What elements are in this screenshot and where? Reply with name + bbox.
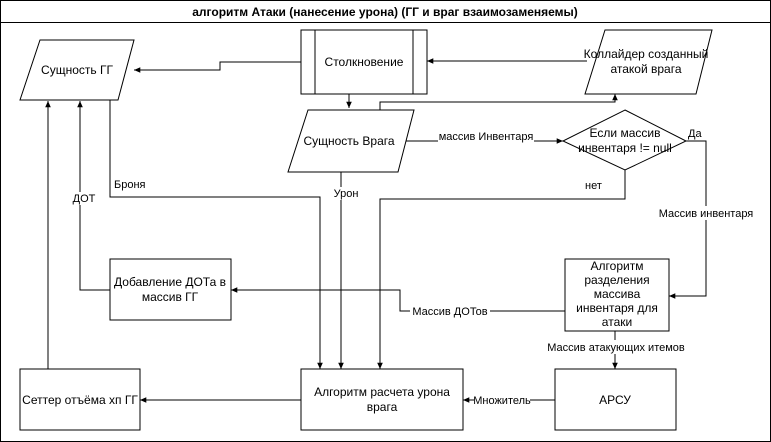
check-label-line1: Если массив — [590, 126, 661, 140]
collision-label: Столкновение — [325, 55, 404, 69]
diagram-title: алгоритм Атаки (нанесение урона) (ГГ и в… — [192, 5, 578, 19]
split-label-line1: Алгоритм — [591, 259, 644, 273]
collider-node: Коллайдер созданный атакой врага — [584, 29, 713, 95]
dot-add-node: Добавление ДОТа в массив ГГ — [109, 258, 232, 321]
dot-add-label-line1: Добавление ДОТа в — [114, 275, 226, 289]
edge-label-armor: Броня — [114, 179, 146, 191]
arsu-label: АРСУ — [599, 393, 631, 407]
damage-label-line2: врага — [367, 400, 398, 414]
edge-check-no-to-damage — [377, 168, 626, 369]
edge-collision-to-player — [134, 61, 301, 73]
edge-label-damage: Урон — [334, 188, 359, 200]
split-label-line5: атаки — [602, 315, 632, 329]
edge-enemy-to-collider — [379, 94, 618, 110]
edge-label-no: нет — [585, 180, 602, 192]
arsu-node: АРСУ — [554, 368, 677, 431]
enemy-entity-node: Сущность Врага — [287, 109, 415, 173]
hp-setter-node: Сеттер отъёма хп ГГ — [19, 368, 141, 431]
edge-label-multiplier: Множитель — [473, 395, 531, 407]
edge-dot-to-player — [77, 101, 110, 291]
split-algorithm-node: Алгоритм разделения массива инвентаря дл… — [564, 258, 670, 332]
split-label-line4: инвентаря для — [576, 301, 658, 315]
split-label-line3: массива — [594, 287, 641, 301]
edge-armor-to-damage — [109, 100, 323, 369]
damage-algorithm-node: Алгоритм расчета урона врага — [300, 368, 464, 431]
edge-label-dot-array: Массив ДОТов — [412, 306, 487, 318]
damage-label-line1: Алгоритм расчета урона — [314, 385, 450, 399]
inventory-check-node: Если массив инвентаря != null — [561, 109, 688, 171]
collider-label-line1: Коллайдер созданный — [584, 47, 709, 61]
hp-setter-label: Сеттер отъёма хп ГГ — [22, 393, 138, 407]
collision-node: Столкновение — [300, 29, 428, 95]
player-entity-node: Сущность ГГ — [19, 39, 135, 101]
collider-label-line2: атакой врага — [610, 62, 681, 76]
edge-label-attack-items: Массив атакующих итемов — [547, 342, 685, 354]
edge-label-dot: ДОТ — [73, 193, 96, 205]
split-label-line2: разделения — [584, 273, 649, 287]
player-entity-label: Сущность ГГ — [41, 63, 113, 77]
edge-label-inventory-array-cap: Массив инвентаря — [659, 208, 754, 220]
edge-label-yes: Да — [688, 128, 702, 140]
check-label-line2: инвентаря != null — [578, 141, 672, 155]
dot-add-label-line2: массив ГГ — [142, 290, 199, 304]
enemy-entity-label: Сущность Врага — [303, 134, 394, 148]
edge-label-inventory-array: массив Инвентаря — [439, 131, 534, 143]
